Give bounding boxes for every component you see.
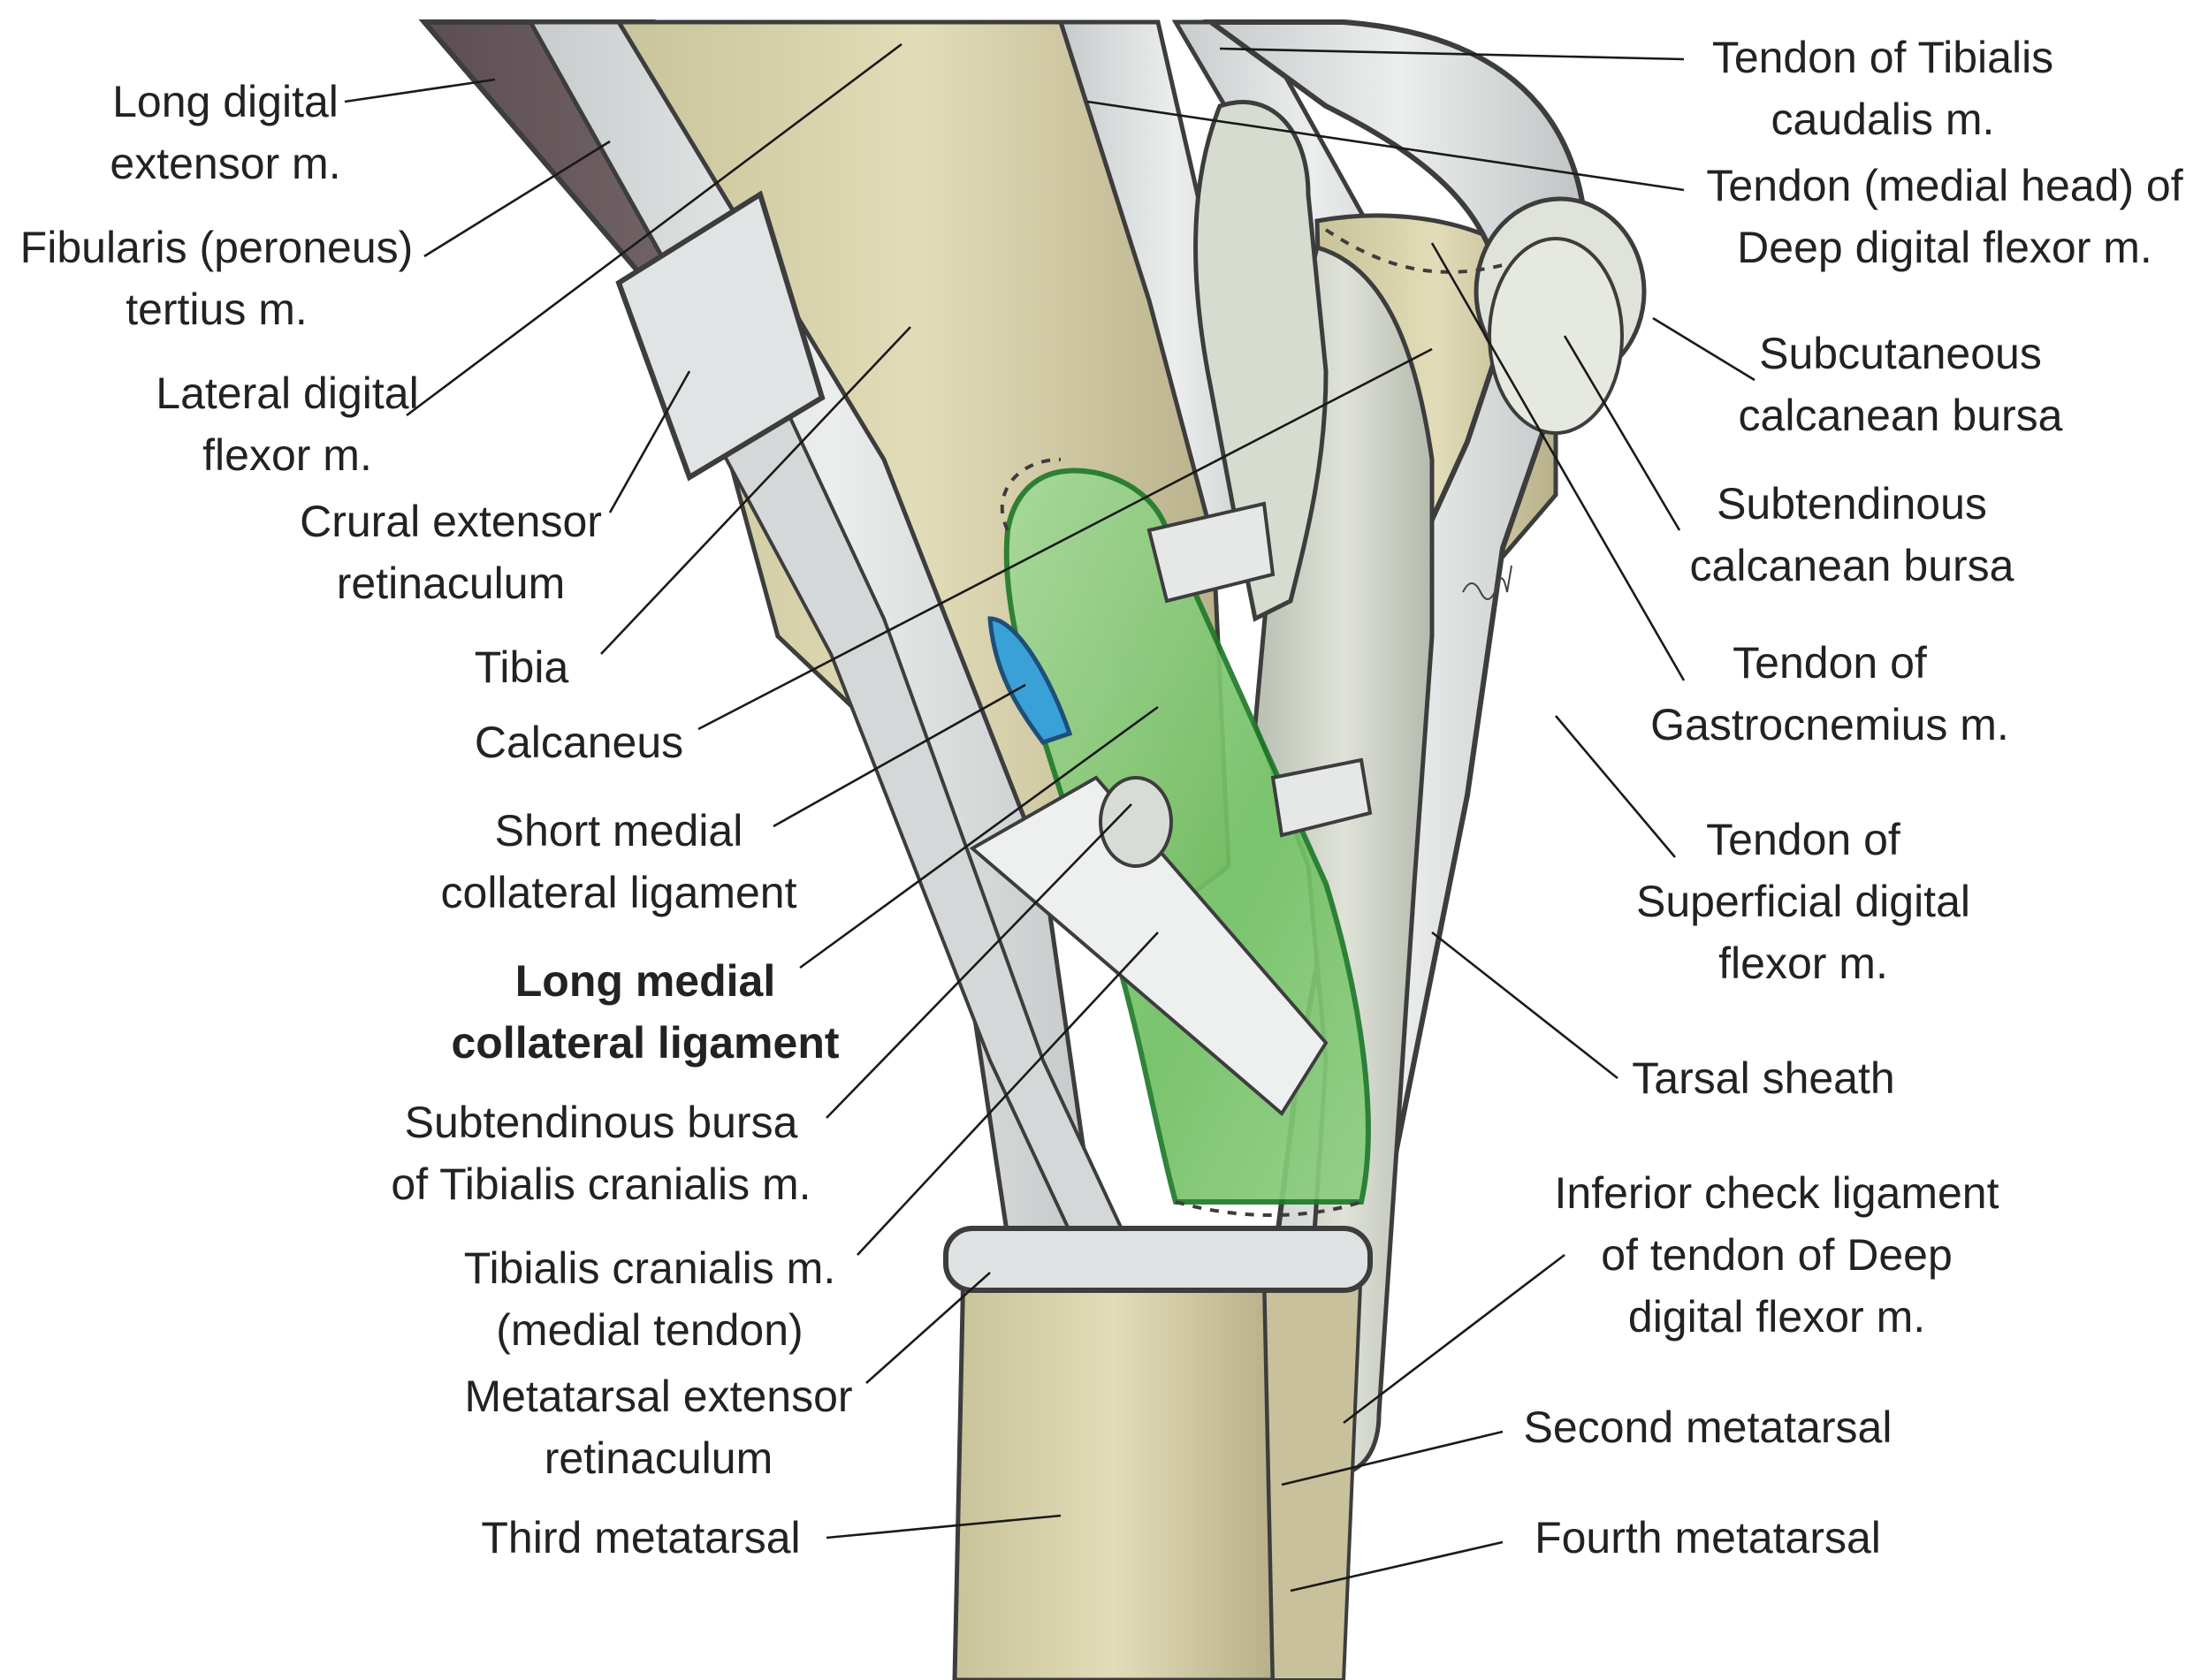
leader-long-digital-extensor: [344, 78, 496, 103]
tarsal-band-2: [1270, 757, 1373, 838]
tibialis-cranialis-tendon: [969, 775, 1329, 1117]
label-fourth-metatarsal: Fourth metatarsal: [1535, 1507, 1881, 1569]
label-tarsal-sheath: Tarsal sheath: [1632, 1047, 1894, 1109]
label-line: Long digital: [112, 77, 339, 126]
label-line: Long medial: [514, 956, 776, 1006]
leader-subtendinous-bursa: [1563, 335, 1681, 531]
label-line: Subtendinous: [1717, 479, 1987, 528]
green-dotted-bottom: [1175, 1200, 1362, 1217]
tibialis-bursa-shape: [1099, 776, 1173, 868]
label-line: collateral ligament: [440, 868, 797, 917]
label-line: Fourth metatarsal: [1535, 1513, 1881, 1562]
leader-short-medial: [773, 683, 1026, 828]
label-line: calcanean bursa: [1689, 541, 2014, 590]
leader-fibularis: [423, 140, 611, 258]
label-line: caudalis m.: [1771, 95, 1995, 144]
leader-long-medial: [799, 705, 1159, 969]
leader-calcaneus: [697, 347, 1433, 731]
label-line: Third metatarsal: [481, 1513, 801, 1562]
label-tibialis-cranialis-medial-tendon: Tibialis cranialis m. (medial tendon): [464, 1237, 835, 1361]
label-line: Second metatarsal: [1523, 1403, 1893, 1452]
leader-sdf: [1555, 715, 1676, 858]
leader-lateral-digital-flexor: [406, 42, 902, 417]
leader-tibialis-cranialis: [857, 931, 1159, 1256]
label-line: collateral ligament: [451, 1018, 840, 1068]
label-line: Calcaneus: [474, 718, 684, 767]
leader-tibialis-caudalis: [1219, 47, 1685, 61]
third-metatarsal-bone: [952, 1261, 1276, 1680]
leader-gastrocnemius: [1430, 242, 1686, 681]
subtendinous-bursa-shape: [1488, 237, 1624, 435]
label-line: Subcutaneous: [1759, 329, 2042, 378]
label-third-metatarsal: Third metatarsal: [481, 1507, 800, 1569]
blue-bursa: [987, 616, 1073, 745]
label-line: Tendon (medial head) of: [1706, 161, 2183, 210]
label-long-medial-collateral: Long medial collateral ligament: [451, 950, 839, 1074]
label-subtendinous-bursa-tibialis: Subtendinous bursa of Tibialis cranialis…: [391, 1091, 811, 1215]
label-line: tertius m.: [126, 285, 308, 334]
tarsal-band-1: [1146, 501, 1276, 604]
label-subcutaneous-calcanean-bursa: Subcutaneous calcanean bursa: [1739, 323, 2063, 446]
leader-crural-extensor: [608, 370, 691, 513]
label-long-digital-extensor: Long digital extensor m.: [110, 71, 340, 194]
label-tendon-ddf-medial-head: Tendon (medial head) of Deep digital fle…: [1706, 155, 2182, 278]
second-fourth-metatarsal: [1261, 1262, 1364, 1680]
label-tendon-tibialis-caudalis: Tendon of Tibialis caudalis m.: [1712, 27, 2053, 150]
label-line: flexor m.: [202, 430, 372, 480]
label-tibia: Tibia: [475, 636, 569, 698]
label-line: of tendon of Deep: [1601, 1230, 1953, 1280]
leader-tibia: [600, 326, 911, 655]
label-fibularis-tertius: Fibularis (peroneus) tertius m.: [20, 217, 414, 340]
leader-fourth-metatarsal: [1290, 1540, 1504, 1593]
leader-tarsal-sheath: [1431, 931, 1618, 1080]
label-line: (medial tendon): [496, 1305, 803, 1355]
label-line: flexor m.: [1718, 939, 1888, 988]
leader-second-metatarsal: [1281, 1430, 1504, 1486]
label-line: Superficial digital: [1636, 877, 1970, 926]
leader-subtendinous-bursa-tib: [826, 803, 1132, 1119]
label-subtendinous-calcanean-bursa: Subtendinous calcanean bursa: [1690, 473, 2014, 597]
leader-lines: [344, 42, 1755, 1593]
label-line: Inferior check ligament: [1554, 1168, 1999, 1218]
metatarsal-extensor-retinaculum: [943, 1226, 1373, 1293]
label-crural-extensor-retinaculum: Crural extensor retinaculum: [300, 490, 602, 614]
label-line: Tendon of: [1706, 815, 1900, 864]
label-lateral-digital-flexor: Lateral digital flexor m.: [156, 362, 418, 486]
leader-metatarsal-retinaculum: [865, 1272, 991, 1384]
label-line: calcanean bursa: [1738, 391, 2063, 440]
label-short-medial-collateral: Short medial collateral ligament: [441, 800, 797, 924]
label-line: Lateral digital: [156, 369, 419, 418]
label-tendon-sdf: Tendon of Superficial digital flexor m.: [1636, 809, 1970, 994]
label-line: Tibia: [474, 642, 569, 692]
label-line: Crural extensor: [300, 497, 602, 546]
label-line: Metatarsal extensor: [464, 1372, 853, 1421]
label-line: retinaculum: [336, 559, 566, 608]
label-line: Short medial: [494, 806, 743, 855]
label-metatarsal-extensor-retinaculum: Metatarsal extensor retinaculum: [464, 1365, 852, 1489]
label-line: of Tibialis cranialis m.: [391, 1159, 811, 1209]
leader-ddf-medial: [1086, 100, 1685, 192]
label-line: Tibialis cranialis m.: [463, 1243, 836, 1293]
label-line: Tendon of: [1733, 638, 1927, 688]
label-line: Gastrocnemius m.: [1650, 700, 2009, 749]
leader-inferior-check: [1343, 1253, 1565, 1425]
label-line: Fibularis (peroneus): [19, 223, 414, 272]
bursa-dotted-line: [1324, 228, 1504, 274]
label-inferior-check-ligament: Inferior check ligament of tendon of Dee…: [1554, 1162, 1999, 1348]
label-line: Deep digital flexor m.: [1737, 223, 2152, 272]
label-line: Tendon of Tibialis: [1711, 33, 2054, 82]
label-line: Subtendinous bursa: [404, 1098, 798, 1147]
label-second-metatarsal: Second metatarsal: [1524, 1396, 1893, 1458]
label-line: Tarsal sheath: [1632, 1053, 1895, 1103]
label-line: digital flexor m.: [1627, 1292, 1926, 1342]
label-calcaneus: Calcaneus: [475, 711, 683, 773]
leader-third-metatarsal: [826, 1514, 1062, 1539]
label-tendon-gastrocnemius: Tendon of Gastrocnemius m.: [1650, 632, 2009, 756]
artist-signature: [1462, 565, 1512, 600]
leader-subcutaneous-bursa: [1652, 316, 1755, 382]
label-line: retinaculum: [544, 1433, 773, 1483]
label-line: extensor m.: [110, 139, 341, 188]
green-dotted-top: [1000, 458, 1062, 531]
